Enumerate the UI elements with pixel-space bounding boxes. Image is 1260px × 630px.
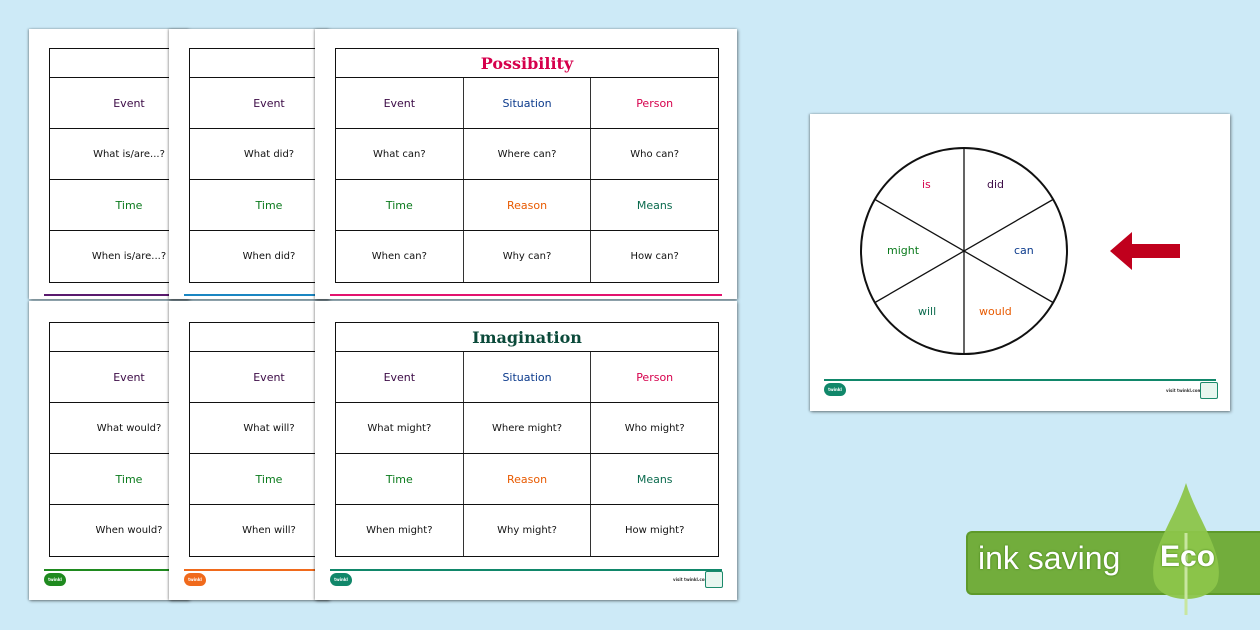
- cell-reason: Reason: [464, 180, 592, 230]
- sheet-possibility: Possibility Event Situation Person What …: [315, 29, 737, 299]
- segment-might: might: [887, 244, 920, 257]
- twinkl-logo: twinkl: [184, 573, 206, 586]
- footer-line: [44, 294, 189, 296]
- footer-small-text: visit twinkl.com: [1166, 388, 1202, 393]
- twinkl-logo: twinkl: [330, 573, 352, 586]
- cell-time: Time: [115, 198, 143, 212]
- sheet-top-back-1: Event What is/are...? Time When is/are..…: [29, 29, 209, 299]
- sheet-bottom-back-1: Event What would? Time When would? twink…: [29, 301, 209, 600]
- ink-saving-text: ink saving: [978, 540, 1121, 576]
- sheet-imagination: Imagination Event Situation Person What …: [315, 301, 737, 600]
- segment-is: is: [922, 178, 931, 191]
- grid-title-row: [190, 49, 348, 78]
- segment-did: did: [987, 178, 1005, 191]
- grid-title: Possibility: [336, 49, 718, 78]
- leaf-icon: [1153, 483, 1219, 615]
- footer-line: [184, 294, 329, 296]
- cell-question: What can?: [336, 129, 464, 179]
- cell-question: When will?: [242, 525, 296, 536]
- cell-question: What is/are...?: [93, 148, 165, 160]
- cell-question: When did?: [242, 251, 296, 262]
- cell-event: Event: [113, 96, 145, 110]
- footer-small-text: visit twinkl.com: [673, 577, 709, 582]
- segment-would: would: [979, 305, 1012, 318]
- sheet-spinner: is did can would will might twinkl visit…: [810, 114, 1230, 411]
- cell-question: Where might?: [464, 403, 592, 453]
- cell-question: When is/are...?: [91, 251, 167, 262]
- cell-means: Means: [636, 472, 673, 486]
- cell-question: Who can?: [630, 148, 680, 160]
- sheet-bottom-back-2: Event What will? Time When will? twinkl: [169, 301, 349, 600]
- eco-text: Eco: [1160, 540, 1216, 573]
- cell-question: What might?: [336, 403, 464, 453]
- cell-means: Means: [636, 198, 673, 212]
- cell-question: How might?: [624, 525, 685, 536]
- twinkl-logo: twinkl: [824, 383, 846, 396]
- cell-situation: Situation: [464, 352, 592, 402]
- grid-title-row: [50, 323, 208, 352]
- eco-badge-icon: [705, 571, 723, 588]
- grid-title: Imagination: [336, 323, 718, 352]
- cell-reason: Reason: [464, 454, 592, 504]
- cell-person: Person: [636, 370, 674, 384]
- cell-time: Time: [115, 472, 143, 486]
- cell-question: When would?: [95, 525, 163, 536]
- cell-person: Person: [636, 96, 674, 110]
- cell-event: Event: [336, 352, 464, 402]
- cell-event: Event: [253, 370, 285, 384]
- cell-situation: Situation: [464, 78, 592, 128]
- segment-will: will: [918, 305, 937, 318]
- cell-question: When might?: [336, 505, 464, 556]
- cell-event: Event: [336, 78, 464, 128]
- cell-question: What will?: [243, 422, 295, 434]
- grid-title-row: [190, 323, 348, 352]
- cell-time: Time: [255, 198, 283, 212]
- cell-question: Where can?: [464, 129, 592, 179]
- cell-question: What would?: [96, 422, 162, 434]
- cell-question: Why might?: [464, 505, 592, 556]
- cell-event: Event: [113, 370, 145, 384]
- cell-time: Time: [336, 180, 464, 230]
- cell-question: What did?: [243, 148, 295, 160]
- possibility-grid: Possibility Event Situation Person What …: [335, 48, 719, 283]
- spinner-wheel: [824, 147, 1216, 381]
- cell-time: Time: [255, 472, 283, 486]
- footer-line: [330, 569, 722, 571]
- footer-line: [184, 569, 329, 571]
- cell-question: How can?: [630, 251, 679, 262]
- grid-title-row: [50, 49, 208, 78]
- cell-event: Event: [253, 96, 285, 110]
- eco-badge-icon: [1200, 382, 1218, 399]
- arrow-left-icon: [1110, 232, 1180, 270]
- footer-line: [330, 294, 722, 296]
- cell-time: Time: [336, 454, 464, 504]
- sheet-top-back-2: Event What did? Time When did?: [169, 29, 349, 299]
- segment-can: can: [1014, 244, 1034, 257]
- twinkl-logo: twinkl: [44, 573, 66, 586]
- imagination-grid: Imagination Event Situation Person What …: [335, 322, 719, 557]
- cell-question: When can?: [336, 231, 464, 282]
- cell-question: Who might?: [624, 422, 685, 434]
- cell-question: Why can?: [464, 231, 592, 282]
- footer-line: [44, 569, 189, 571]
